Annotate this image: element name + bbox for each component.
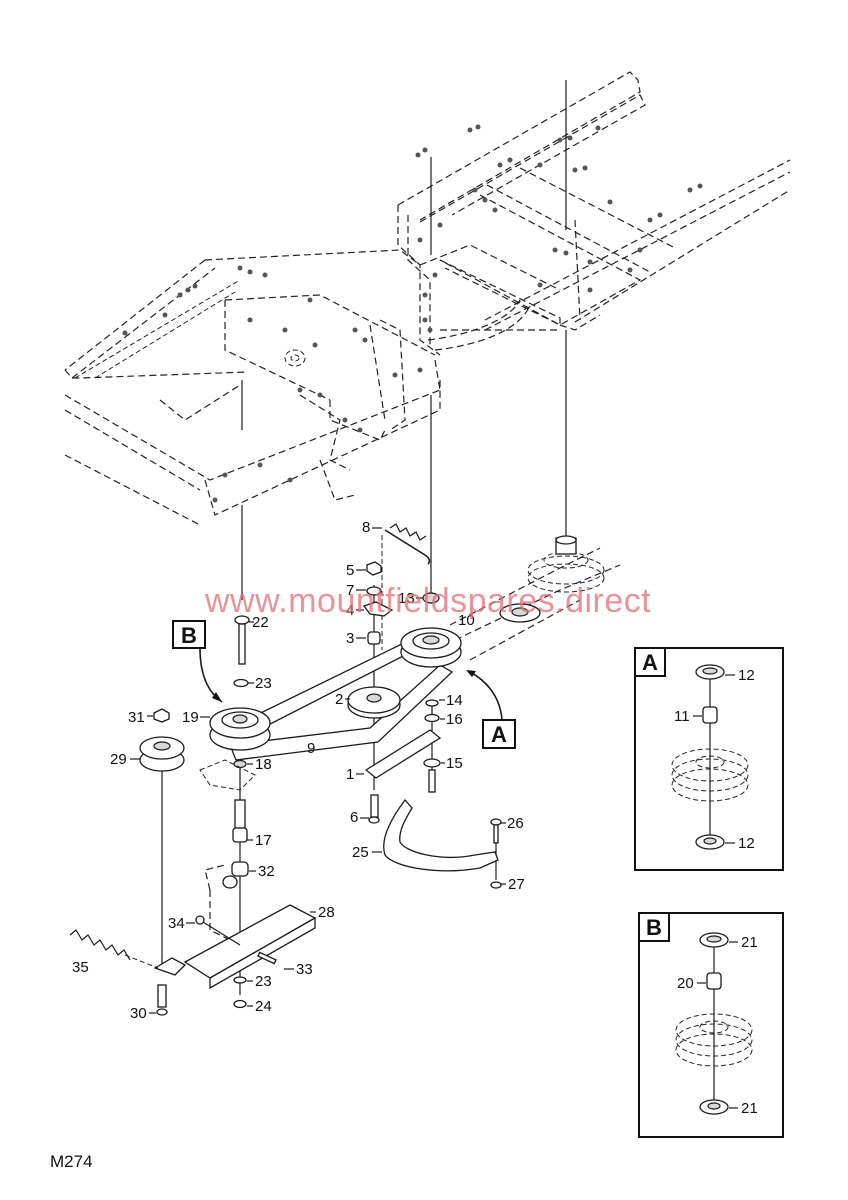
label-34: 34 [168,915,185,932]
figure-code: M274 [50,1152,93,1171]
label-6: 6 [350,809,358,826]
label-9: 9 [307,740,315,757]
chassis-frame [64,71,791,526]
watermark: www.mountfieldspares.direct [204,582,651,620]
label-3: 3 [346,630,354,647]
detail-b-part-mid: 20 [677,975,694,992]
detail-b-title: B [646,915,662,940]
label-26: 26 [507,815,524,832]
label-28: 28 [318,904,335,921]
label-8: 8 [362,519,370,536]
callout-b-label: B [181,623,197,648]
label-22: 22 [252,614,269,631]
detail-a-part-mid: 11 [674,708,690,725]
label-23b: 23 [255,973,272,990]
detail-a-title: A [642,650,658,675]
label-35: 35 [72,959,89,976]
label-14: 14 [446,692,463,709]
label-1: 1 [346,766,354,783]
label-25: 25 [352,844,369,861]
label-7: 7 [346,582,354,599]
label-32: 32 [258,863,275,880]
callout-b: B [172,620,223,703]
label-24: 24 [255,998,272,1015]
label-2: 2 [335,691,343,708]
label-29: 29 [110,751,127,768]
label-10: 10 [458,612,475,629]
label-23: 23 [255,675,272,692]
label-18: 18 [255,756,272,773]
detail-b-part-bottom: 21 [741,1100,758,1117]
detail-b-panel: B 21 20 21 [638,912,784,1138]
callout-a: A [466,670,516,749]
label-19: 19 [182,709,199,726]
label-5: 5 [346,562,354,579]
belt-assembly [209,535,621,761]
detail-a-part-top: 12 [738,667,755,684]
detail-a-panel: A 12 11 12 [634,647,784,871]
label-15: 15 [446,755,463,772]
label-27: 27 [508,876,525,893]
label-30: 30 [130,1005,147,1022]
label-13: 13 [398,590,415,607]
label-16: 16 [446,711,463,728]
detail-a-part-bottom: 12 [738,835,755,852]
label-33: 33 [296,961,313,978]
label-31: 31 [128,709,145,726]
label-17: 17 [255,832,272,849]
callout-a-label: A [491,722,507,747]
label-4: 4 [346,602,354,619]
detail-b-part-top: 21 [741,934,758,951]
small-parts [69,523,502,1016]
part-labels: 8 5 7 4 3 13 10 22 23 2 14 16 31 19 29 9… [72,519,525,1022]
